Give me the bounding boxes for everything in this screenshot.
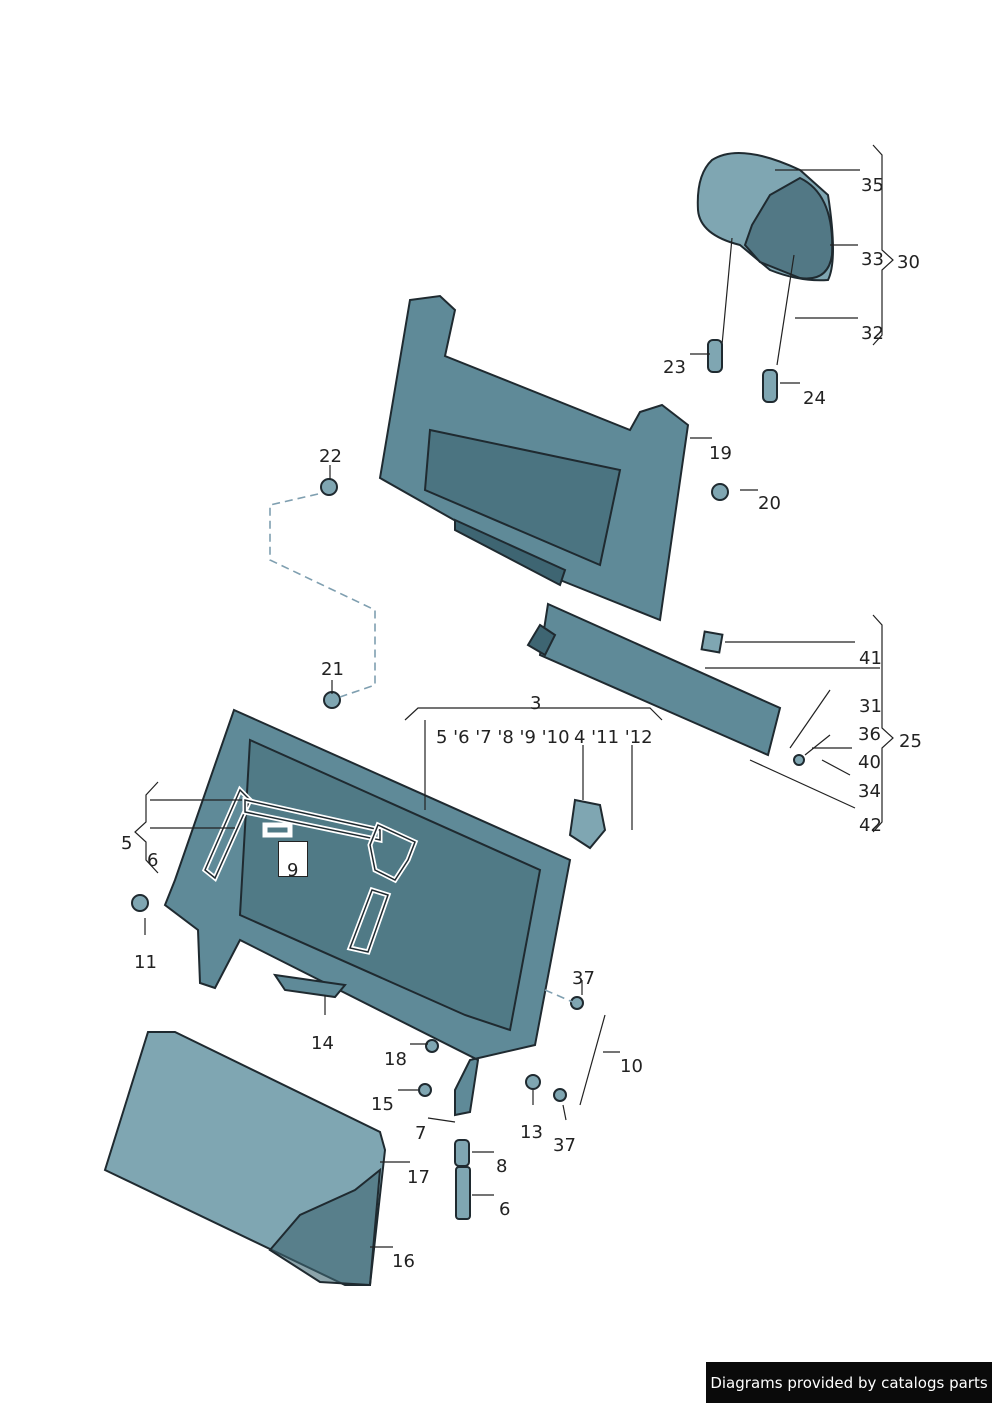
label-31: 31	[859, 696, 882, 717]
label-19: 19	[709, 443, 732, 464]
label-9: 9	[287, 860, 299, 881]
label-37-top: 37	[572, 968, 595, 989]
label-11: 11	[134, 952, 157, 973]
highlighted-links	[201, 785, 419, 955]
label-21: 21	[321, 659, 344, 680]
label-41: 41	[859, 648, 882, 669]
label-14: 14	[311, 1033, 334, 1054]
label-group-3b: 4 '11 '12	[574, 727, 653, 748]
headrest-guide-23	[707, 339, 723, 373]
label-10: 10	[620, 1056, 643, 1077]
label-37-bottom: 37	[553, 1135, 576, 1156]
label-20: 20	[758, 493, 781, 514]
label-32: 32	[861, 323, 884, 344]
label-36: 36	[858, 724, 881, 745]
label-15: 15	[371, 1094, 394, 1115]
dashed-connector	[269, 493, 376, 698]
label-7: 7	[415, 1123, 427, 1144]
label-34: 34	[858, 781, 881, 802]
label-18: 18	[384, 1049, 407, 1070]
seat-cushion	[103, 1031, 387, 1287]
label-17: 17	[407, 1167, 430, 1188]
label-16: 16	[392, 1251, 415, 1272]
headrest	[696, 151, 834, 366]
label-40: 40	[858, 752, 881, 773]
label-6-left: 6	[147, 850, 159, 871]
label-30: 30	[897, 252, 920, 273]
label-22: 22	[319, 446, 342, 467]
label-8: 8	[496, 1156, 508, 1177]
headrest-guide-24	[762, 369, 778, 403]
lock-bar	[526, 602, 782, 757]
label-group-3a: 5 '6 '7 '8 '9 '10	[436, 727, 570, 748]
label-42: 42	[859, 815, 882, 836]
label-24: 24	[803, 388, 826, 409]
label-35: 35	[861, 175, 884, 196]
label-6-bottom: 6	[499, 1199, 511, 1220]
label-33: 33	[861, 249, 884, 270]
attribution-banner: Diagrams provided by catalogs parts	[706, 1362, 992, 1403]
label-23: 23	[663, 357, 686, 378]
seat-back-frame	[163, 708, 572, 1117]
group-brackets	[134, 144, 894, 874]
label-5: 5	[121, 833, 133, 854]
leader-lines	[144, 169, 880, 1248]
label-9-box	[278, 841, 308, 877]
label-13: 13	[520, 1122, 543, 1143]
label-3: 3	[530, 693, 542, 714]
backrest-panel	[378, 294, 690, 622]
dashed-connector-2	[544, 989, 576, 1004]
label-25: 25	[899, 731, 922, 752]
